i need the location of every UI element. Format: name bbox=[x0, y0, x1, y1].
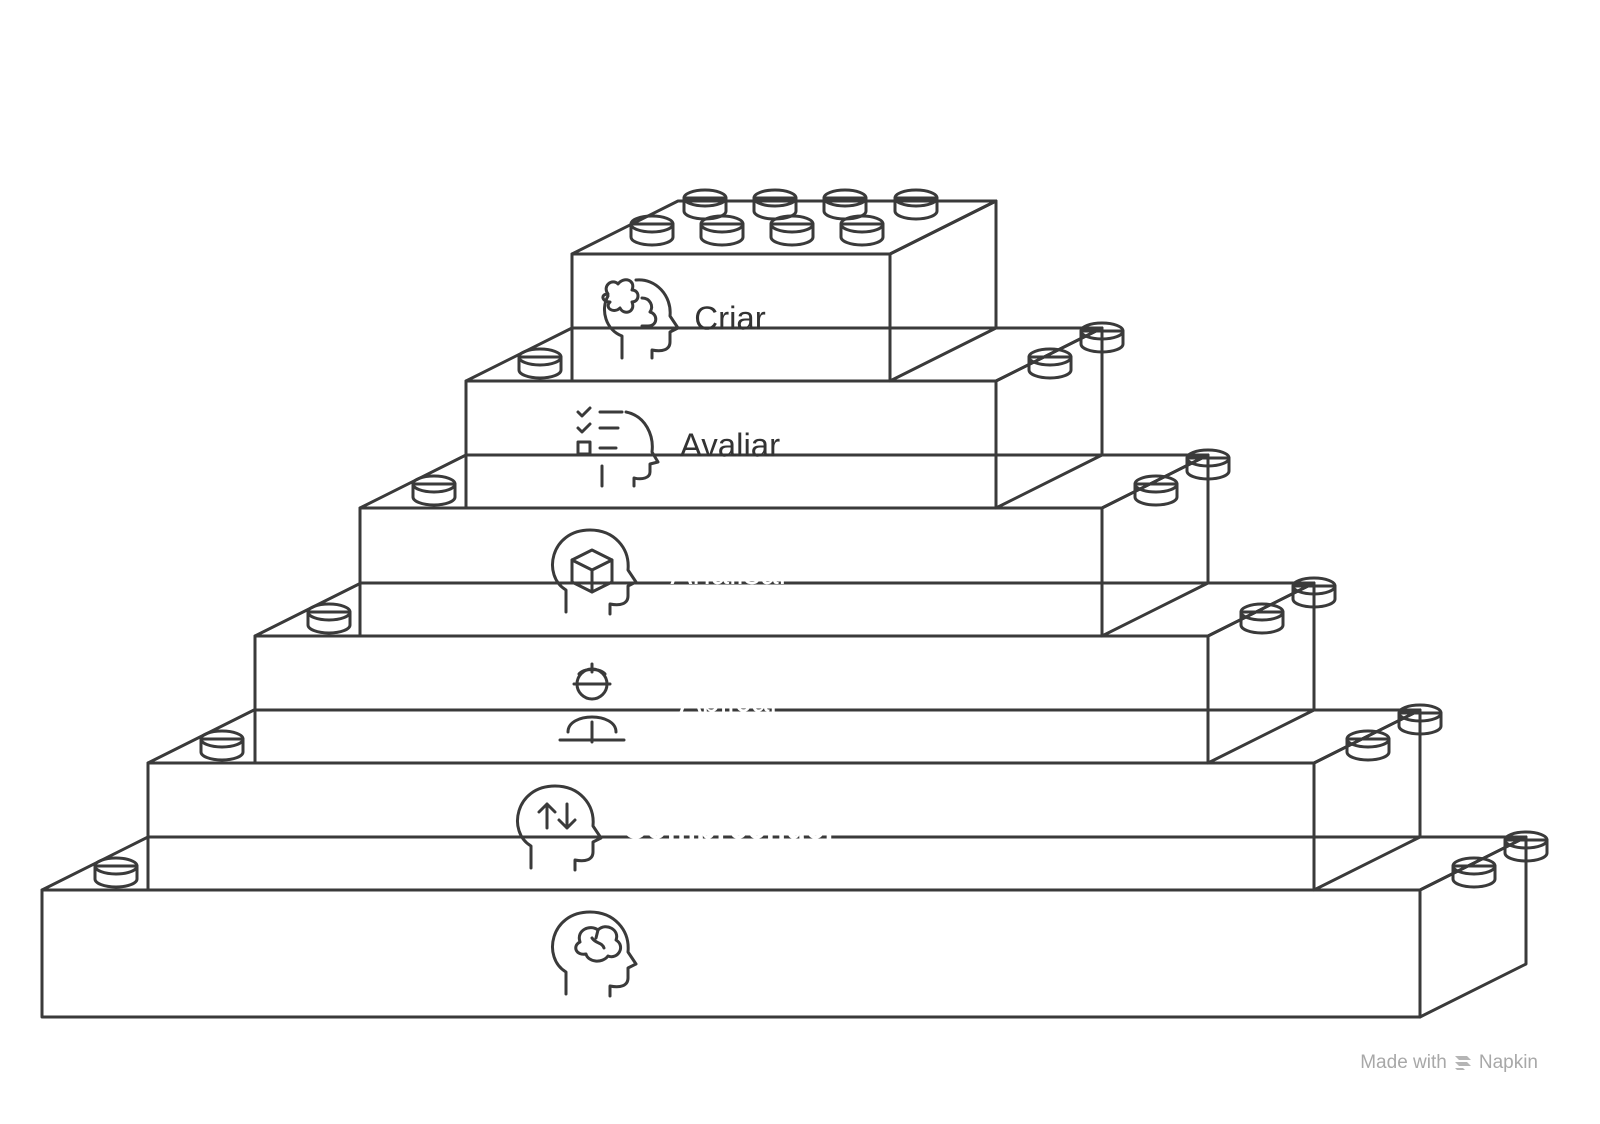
brick-side-face bbox=[1312, 708, 1422, 892]
brick-stud bbox=[1345, 729, 1391, 762]
brick-side-face bbox=[1100, 453, 1210, 638]
napkin-logo-icon bbox=[1454, 1056, 1471, 1070]
level-label: Lembrar bbox=[664, 936, 796, 973]
puzzle-head-icon bbox=[601, 278, 680, 360]
brick-stud bbox=[682, 188, 728, 221]
brick-top-face bbox=[146, 708, 1422, 765]
brick-front-compreender: Compreender bbox=[146, 761, 1316, 892]
napkin-brand-text: Napkin bbox=[1478, 1052, 1538, 1073]
brick-front-criar: Criar bbox=[570, 252, 892, 383]
brick-side-face bbox=[1206, 581, 1316, 765]
brick-stud bbox=[411, 474, 457, 507]
brick-front-face bbox=[40, 888, 1422, 1019]
brick-front-aplicar: Aplicar bbox=[253, 634, 1210, 765]
brick-stud bbox=[1291, 576, 1337, 609]
level-label: Criar bbox=[694, 300, 766, 337]
made-with-text: Made with bbox=[1360, 1052, 1447, 1073]
brick-side-face bbox=[994, 326, 1104, 510]
brick-stud bbox=[893, 188, 939, 221]
checklist-head-icon bbox=[576, 406, 660, 488]
brick-stud bbox=[1185, 448, 1231, 481]
brick-stud bbox=[1079, 321, 1125, 354]
brick-stud bbox=[1027, 347, 1073, 380]
brick-side-face bbox=[888, 199, 998, 383]
level-label: Analisar bbox=[670, 554, 789, 591]
brick-stud bbox=[199, 729, 245, 762]
brick-compreender bbox=[146, 708, 1422, 892]
brick-stud bbox=[822, 188, 868, 221]
brick-front-avaliar: Avaliar bbox=[464, 379, 998, 510]
brick-front-analisar: Analisar bbox=[358, 506, 1104, 638]
brick-front-lembrar: Lembrar bbox=[40, 888, 1422, 1019]
brain-head-icon bbox=[551, 910, 638, 998]
cube-head-icon bbox=[551, 528, 638, 616]
level-label: Compreender bbox=[623, 809, 838, 846]
level-label: Avaliar bbox=[680, 427, 780, 464]
brick-stud bbox=[752, 188, 798, 221]
brick-lembrar bbox=[40, 835, 1528, 1019]
brick-side-face bbox=[1418, 835, 1528, 1019]
arrows-head-icon bbox=[516, 784, 603, 872]
brick-stud bbox=[629, 214, 675, 247]
brick-stud bbox=[93, 856, 139, 889]
brick-stud bbox=[1397, 703, 1443, 736]
made-with-napkin: Made with Napkin bbox=[1360, 1052, 1538, 1074]
brick-stud bbox=[1503, 830, 1549, 863]
brick-stud bbox=[1239, 602, 1285, 635]
brick-top-face bbox=[358, 453, 1210, 510]
brick-stud bbox=[1451, 856, 1497, 889]
level-label: Aplicar bbox=[680, 682, 781, 719]
brick-stud bbox=[517, 347, 563, 380]
brick-stud bbox=[1133, 474, 1179, 507]
worker-icon bbox=[558, 662, 626, 744]
brick-stud bbox=[306, 602, 352, 635]
brick-analisar bbox=[358, 453, 1210, 638]
